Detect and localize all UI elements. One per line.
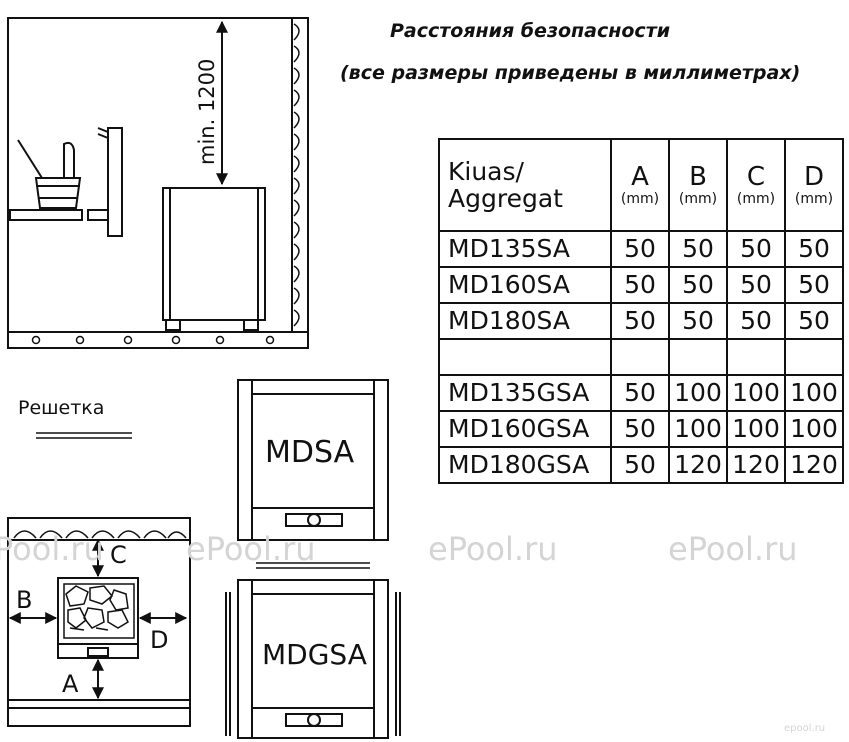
row-value: 100 xyxy=(726,374,786,412)
title-line-2: (все размеры приведены в миллиметрах) xyxy=(340,62,801,84)
row-value: 50 xyxy=(668,230,728,268)
row-value xyxy=(668,338,728,376)
header-letter: D xyxy=(803,162,825,192)
table-header-row: Kiuas/ Aggregat A(mm) B(mm) C(mm) D(mm) xyxy=(438,138,844,232)
table-row: MD135SA 50 50 50 50 xyxy=(438,230,844,268)
table-row-empty xyxy=(438,338,844,376)
plan-outline xyxy=(7,517,191,727)
row-value: 50 xyxy=(726,230,786,268)
watermark-small: epool.ru xyxy=(784,723,826,734)
ladle-icon xyxy=(17,139,75,179)
side-view xyxy=(7,17,309,349)
row-value: 50 xyxy=(726,302,786,340)
mdgsa-label: MDGSA xyxy=(262,638,367,671)
row-value: 50 xyxy=(610,266,670,304)
row-model: MD160SA xyxy=(438,266,612,304)
row-model: MD135GSA xyxy=(438,374,612,412)
header-model-line-1: Kiuas/ xyxy=(448,156,524,186)
row-model xyxy=(438,338,612,376)
row-value: 50 xyxy=(668,302,728,340)
floor-holes xyxy=(31,335,275,345)
row-value: 50 xyxy=(668,266,728,304)
stones-icon xyxy=(63,583,135,639)
row-value: 100 xyxy=(668,374,728,412)
header-col-a: A(mm) xyxy=(610,138,670,232)
row-value: 120 xyxy=(784,446,844,484)
row-value: 100 xyxy=(726,410,786,448)
header-unit: (mm) xyxy=(620,190,660,207)
row-model: MD180SA xyxy=(438,302,612,340)
row-value: 50 xyxy=(610,374,670,412)
header-model-cell: Kiuas/ Aggregat xyxy=(438,138,612,232)
header-col-d: D(mm) xyxy=(784,138,844,232)
clearance-table: Kiuas/ Aggregat A(mm) B(mm) C(mm) D(mm) … xyxy=(438,138,844,484)
label-b: B xyxy=(16,586,32,614)
bucket-icon xyxy=(34,177,82,209)
bench xyxy=(9,209,109,221)
row-value: 50 xyxy=(784,302,844,340)
title-line-1: Расстояния безопасности xyxy=(390,20,671,42)
row-value: 100 xyxy=(668,410,728,448)
heater-body xyxy=(162,187,266,321)
row-value: 50 xyxy=(784,230,844,268)
row-value: 50 xyxy=(610,410,670,448)
heater-foot-right xyxy=(243,319,259,331)
row-value xyxy=(726,338,786,376)
row-value: 100 xyxy=(784,374,844,412)
header-unit: (mm) xyxy=(736,190,776,207)
header-letter: C xyxy=(746,162,766,192)
row-model: MD160GSA xyxy=(438,410,612,448)
row-value xyxy=(784,338,844,376)
row-value: 120 xyxy=(726,446,786,484)
table-row: MD180SA 50 50 50 50 xyxy=(438,302,844,340)
table-row: MD160SA 50 50 50 50 xyxy=(438,266,844,304)
header-model-line-2: Aggregat xyxy=(448,184,563,213)
grid-symbol xyxy=(36,432,132,439)
row-model: MD180GSA xyxy=(438,446,612,484)
row-value: 50 xyxy=(610,446,670,484)
mdsa-label: MDSA xyxy=(265,435,355,470)
row-value: 100 xyxy=(784,410,844,448)
header-unit: (mm) xyxy=(794,190,834,207)
row-value: 50 xyxy=(610,302,670,340)
row-value: 50 xyxy=(610,230,670,268)
plan-view xyxy=(7,517,191,727)
header-col-c: C(mm) xyxy=(726,138,786,232)
table-row: MD135GSA 50 100 100 100 xyxy=(438,374,844,412)
label-d: D xyxy=(150,626,168,654)
mdsa-box xyxy=(237,379,389,541)
row-model: MD135SA xyxy=(438,230,612,268)
row-value: 50 xyxy=(726,266,786,304)
watermark: ePool.ru xyxy=(186,530,316,568)
floor xyxy=(7,331,309,349)
table-row: MD180GSA 50 120 120 120 xyxy=(438,446,844,484)
grid-label: Решетка xyxy=(18,397,105,419)
row-value: 120 xyxy=(668,446,728,484)
wood-wall-pattern xyxy=(293,23,300,327)
mdgsa-box xyxy=(225,579,401,739)
heater-top-view xyxy=(57,577,139,659)
watermark: ePool.ru xyxy=(428,530,558,568)
watermark: Pool.ru xyxy=(0,530,104,568)
table-row: MD160GSA 50 100 100 100 xyxy=(438,410,844,448)
header-letter: B xyxy=(689,162,707,192)
row-value: 50 xyxy=(784,266,844,304)
label-c: C xyxy=(110,541,127,569)
min-height-label: min. 1200 xyxy=(195,59,219,165)
label-a: A xyxy=(62,670,79,698)
row-value xyxy=(610,338,670,376)
header-col-b: B(mm) xyxy=(668,138,728,232)
thermometer-icon xyxy=(97,127,123,237)
watermark: ePool.ru xyxy=(668,530,798,568)
header-unit: (mm) xyxy=(678,190,718,207)
heater-foot-left xyxy=(165,319,181,331)
room-outline xyxy=(7,17,309,349)
header-letter: A xyxy=(631,162,649,192)
